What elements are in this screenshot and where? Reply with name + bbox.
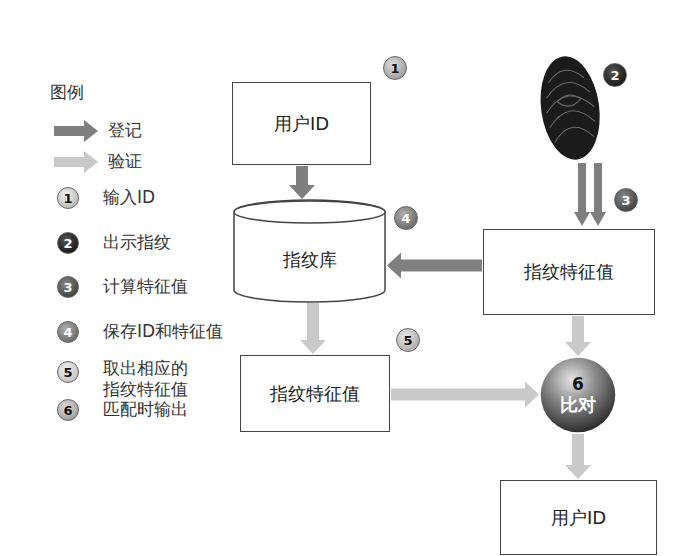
callout-number: 5 [396, 328, 420, 352]
legend-text: 计算特征值 [103, 276, 188, 297]
sphere-body [541, 358, 615, 432]
fingerprint-illustration [534, 52, 606, 163]
legend-marker: 6 [57, 399, 79, 421]
callout-number: 3 [614, 188, 638, 212]
process-box: 指纹特征值 [240, 355, 390, 432]
legend-text: 登记 [108, 120, 142, 141]
legend-marker: 4 [57, 321, 79, 343]
legend-arrow [54, 151, 98, 173]
process-box: 用户ID [232, 82, 371, 165]
flow-arrow [565, 434, 591, 479]
node-label: 指纹特征值 [524, 261, 614, 283]
compare-sphere: 6比对 [540, 357, 616, 433]
callout-number: 2 [603, 63, 627, 87]
legend-marker: 5 [57, 361, 79, 383]
flow-arrow [391, 382, 539, 408]
cylinder-top [234, 201, 385, 223]
legend-text: 保存ID和特征值 [103, 321, 223, 342]
legend-swatch [54, 150, 100, 174]
callout-number: 1 [383, 56, 407, 80]
cylinder-body [234, 200, 385, 302]
legend-text: 取出相应的 指纹特征值 [103, 358, 199, 401]
node-label: 用户ID [274, 113, 329, 135]
process-box: 用户ID [500, 480, 657, 555]
legend-text: 出示指纹 [103, 232, 171, 253]
legend-arrow [54, 120, 98, 142]
node-label: 比对 [560, 394, 596, 416]
callout-number: 4 [394, 206, 418, 230]
legend-text: 匹配时输出 [103, 399, 188, 420]
register-arrow [590, 163, 606, 226]
node-label: 指纹特征值 [270, 383, 360, 405]
legend-swatch [54, 119, 100, 143]
legend-marker: 3 [57, 276, 79, 298]
node-label: 指纹库 [283, 249, 337, 271]
legend-title: 图例 [50, 82, 84, 103]
flow-arrow [289, 166, 315, 199]
legend-text: 验证 [108, 151, 142, 172]
flow-arrow [387, 253, 482, 279]
legend-marker: 1 [57, 187, 79, 209]
node-label: 用户ID [551, 507, 606, 529]
flow-arrow [565, 316, 591, 356]
register-arrow [574, 163, 590, 226]
callout-number: 6 [572, 374, 584, 394]
flow-arrow [300, 303, 326, 354]
legend-marker: 2 [57, 232, 79, 254]
database-cylinder: 指纹库 [233, 200, 386, 302]
legend-text: 输入ID [103, 187, 155, 208]
process-box: 指纹特征值 [483, 229, 655, 315]
